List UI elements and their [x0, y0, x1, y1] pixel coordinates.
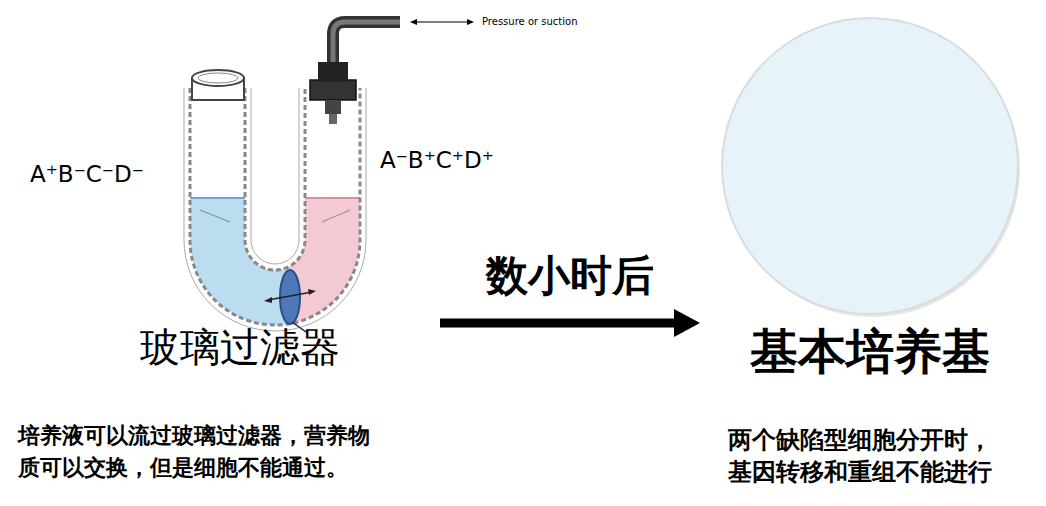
- medium-label: 基本培养基: [700, 321, 1040, 381]
- petri-dish: 基本培养基: [700, 15, 1044, 390]
- dish-outline: [700, 15, 1040, 320]
- genotype-label: A⁺B⁻C⁻D⁻: [30, 160, 144, 188]
- genotype-label: A⁻B⁺C⁺D⁺: [380, 146, 494, 174]
- filter-label: 玻璃过滤器: [140, 322, 340, 372]
- process-arrow: [440, 309, 700, 337]
- note-text: 培养液可以流过玻璃过滤器，营养物 质可以交换，但是细胞不能通过。: [18, 420, 380, 484]
- note-text: 两个缺陷型细胞分开时， 基因转移和重组不能进行: [728, 424, 1004, 488]
- pressure-label: Pressure or suction: [482, 15, 578, 29]
- u-tube-apparatus: 玻璃过滤器: [120, 0, 440, 385]
- edge-label: 数小时后: [486, 251, 654, 301]
